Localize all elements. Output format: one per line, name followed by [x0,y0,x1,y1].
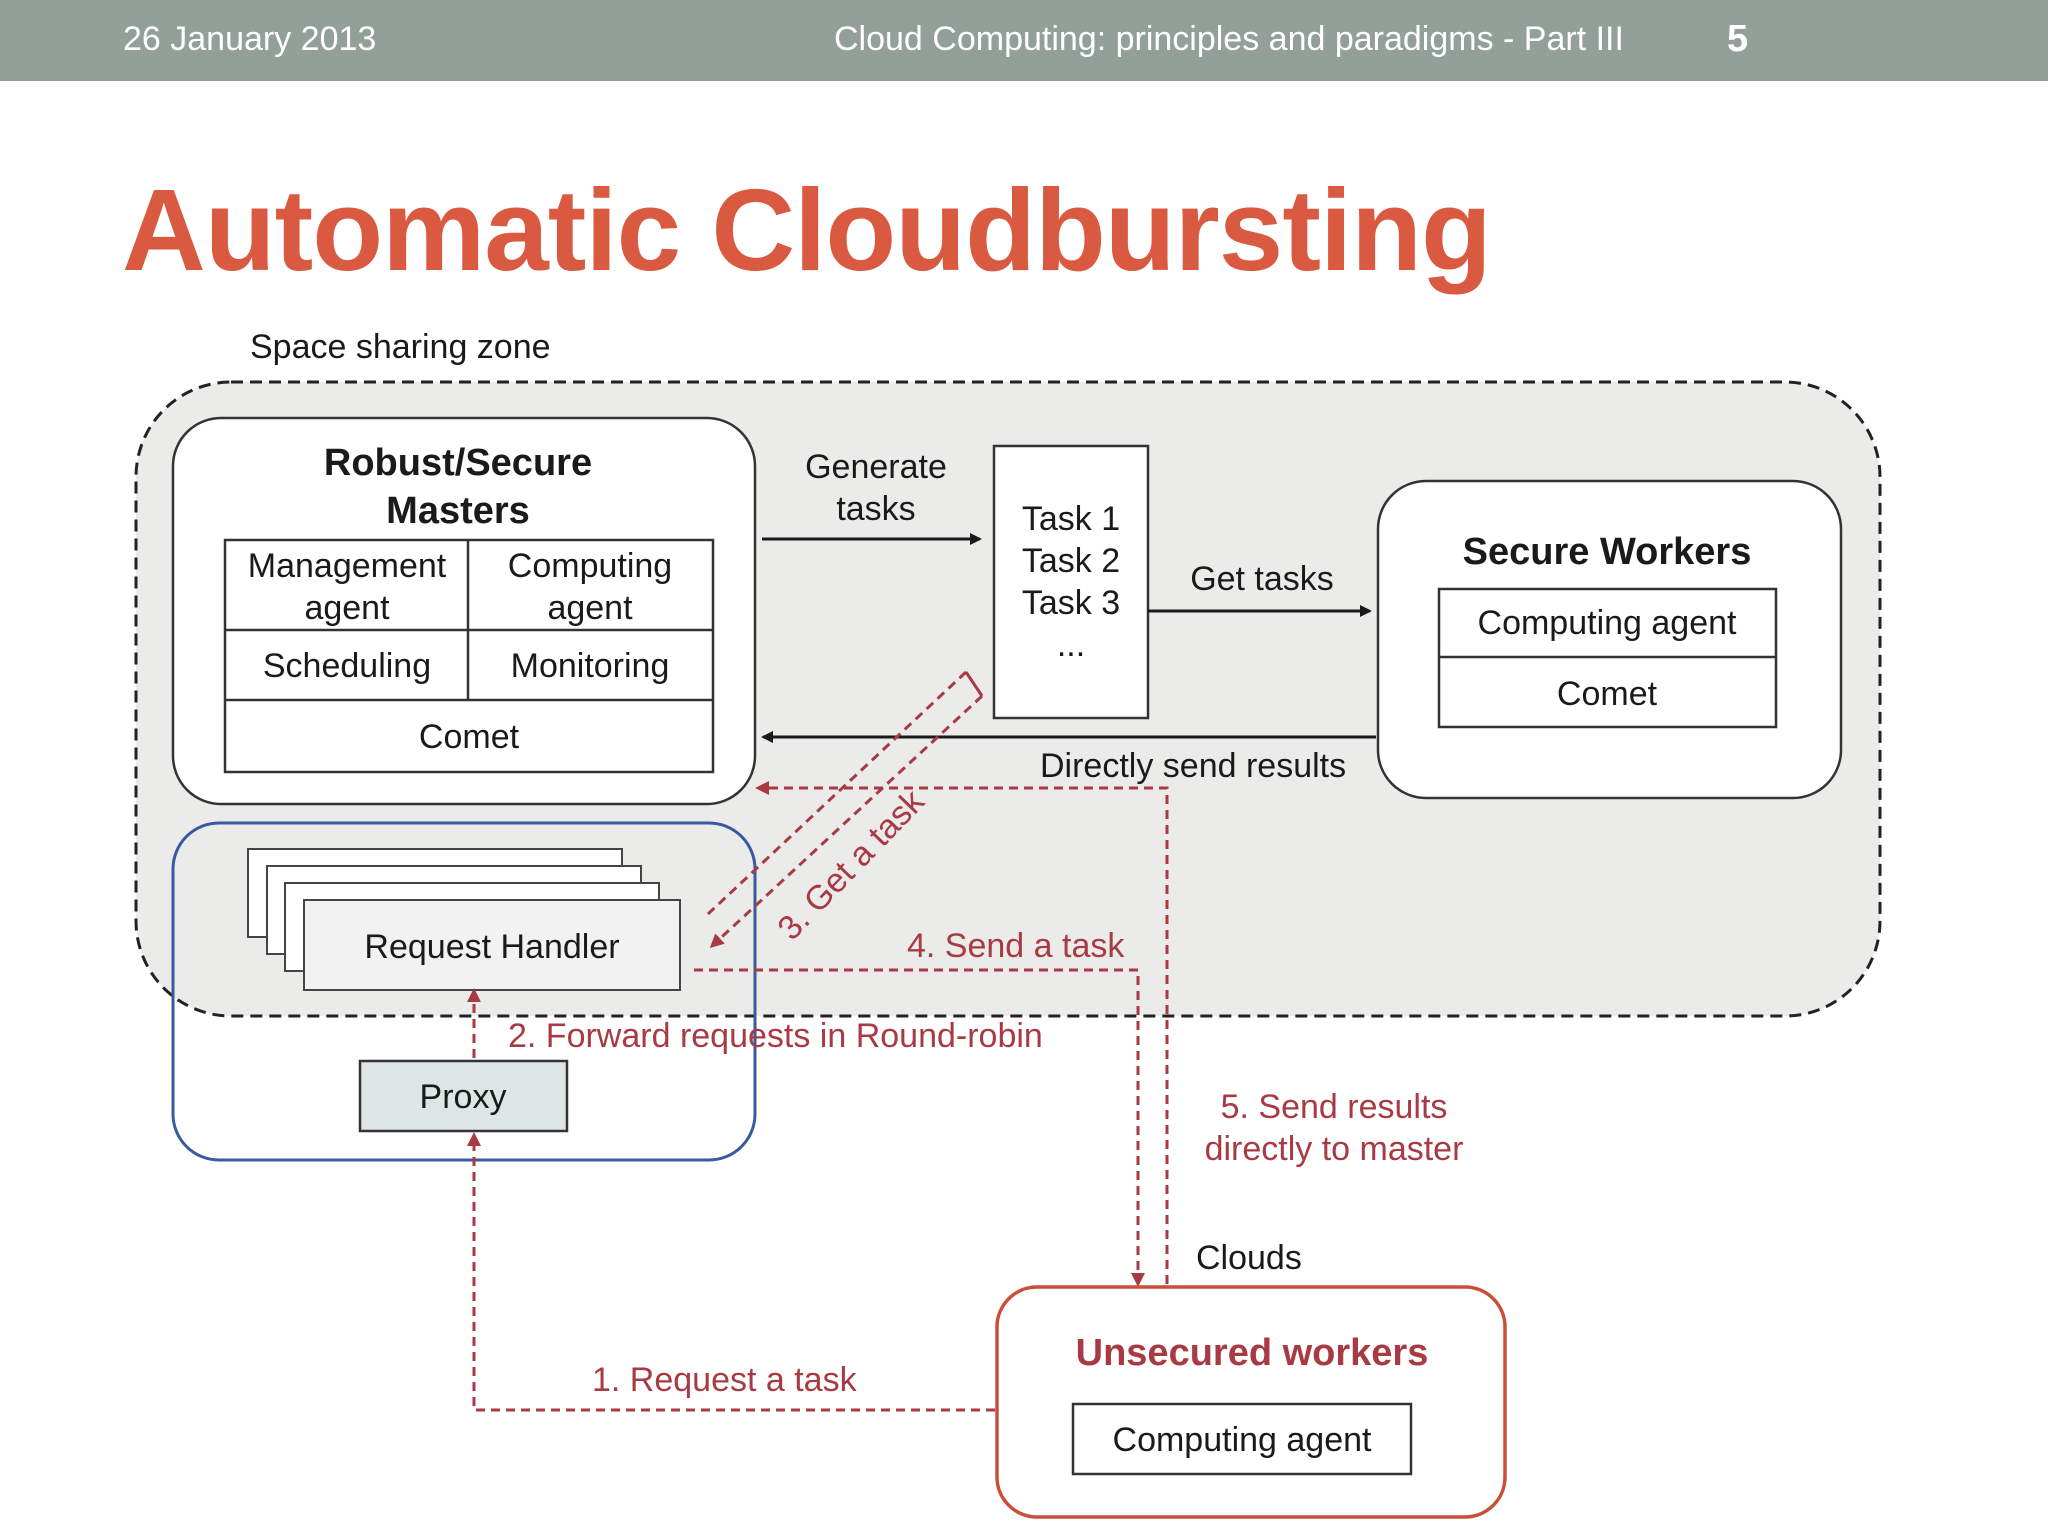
management-agent-line1: Management [248,547,447,585]
task-item: Task 1 [1022,500,1120,538]
step2-label: 2. Forward requests in Round-robin [508,1017,1043,1055]
request-handler-stack: Request Handler [247,848,681,991]
unsecured-workers-title: Unsecured workers [1076,1332,1429,1374]
generate-tasks-line1: Generate [805,448,947,486]
task-item: ... [1057,626,1085,664]
header-title: Cloud Computing: principles and paradigm… [834,20,1624,58]
task-item: Task 2 [1022,542,1120,580]
secure-workers-box: Secure Workers Computing agent Comet [1376,479,1843,800]
request-handler-label: Request Handler [364,928,619,966]
masters-title-line1: Robust/Secure [324,442,592,484]
unsecured-computing-agent: Computing agent [1113,1421,1373,1459]
task-list: Task 1 Task 2 Task 3 ... [992,444,1150,720]
slide-header: 26 January 2013 Cloud Computing: princip… [0,0,2048,81]
monitoring-cell: Monitoring [511,647,670,685]
directly-send-results-label: Directly send results [1040,747,1346,785]
zone-label: Space sharing zone [250,328,551,366]
generate-tasks-line2: tasks [836,490,915,528]
header-page-number: 5 [1727,18,1749,60]
send-task-arrow [694,968,1145,1287]
computing-agent-line2: agent [547,589,633,627]
masters-comet-cell: Comet [419,718,520,756]
clouds-label: Clouds [1196,1239,1302,1277]
masters-title-line2: Masters [386,490,530,532]
header-date: 26 January 2013 [123,20,377,58]
step5-label-line1: 5. Send results [1221,1088,1448,1126]
scheduling-cell: Scheduling [263,647,431,685]
step5-label-line2: directly to master [1205,1130,1464,1168]
get-task-arrow [706,670,984,949]
proxy-label: Proxy [420,1078,507,1116]
secure-computing-agent: Computing agent [1478,604,1738,642]
computing-agent-line1: Computing [508,547,672,585]
slide-title: Automatic Cloudbursting [122,165,1492,295]
get-tasks-label: Get tasks [1190,560,1334,598]
management-agent-line2: agent [304,589,390,627]
step1-label: 1. Request a task [592,1361,858,1399]
request-cluster-box [171,821,757,1162]
send-results-master-arrow [755,781,1169,1284]
step4-label: 4. Send a task [907,927,1125,965]
unsecured-workers-box: Unsecured workers Computing agent [995,1285,1507,1519]
task-item: Task 3 [1022,584,1120,622]
secure-workers-title: Secure Workers [1463,531,1752,573]
request-task-arrow [467,1132,995,1412]
masters-box: Robust/Secure Masters Management agent C… [171,416,757,806]
secure-comet: Comet [1557,675,1658,713]
proxy-box [358,1059,569,1133]
